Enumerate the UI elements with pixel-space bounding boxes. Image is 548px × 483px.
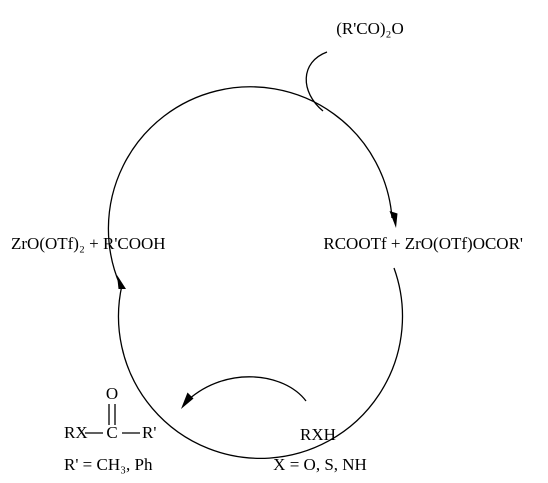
cycle-arc-top-to-right <box>107 86 393 286</box>
product-left-group: RX <box>64 423 88 442</box>
acyl-triflate-intermediate: RCOOTf + ZrO(OTf)OCOR' <box>323 234 523 253</box>
anhydride-reagent: (R'CO)₂O <box>336 19 404 38</box>
zirconyl-triflate-catalyst: ZrO(OTf)₂ + R'COOH <box>11 234 166 253</box>
carbonyl-oxygen-label: O <box>106 384 118 403</box>
cycle-arrowhead-left <box>117 275 126 289</box>
product-carbon-label: C <box>106 423 117 442</box>
cycle-arrowhead-right <box>389 211 398 228</box>
product-arrowhead <box>181 392 194 409</box>
product-release-arc <box>187 376 307 402</box>
product-right-group: R' <box>142 423 156 442</box>
nucleophile-reagent: RXH <box>300 425 336 444</box>
reagent-entry-arc <box>305 51 328 112</box>
heteroatom-note: X = O, S, NH <box>273 455 367 474</box>
substituent-note: R' = CH₃, Ph <box>64 455 153 474</box>
cycle-arc-bottom-to-left <box>117 267 404 460</box>
acylated-product: O RX C R' <box>64 384 156 442</box>
